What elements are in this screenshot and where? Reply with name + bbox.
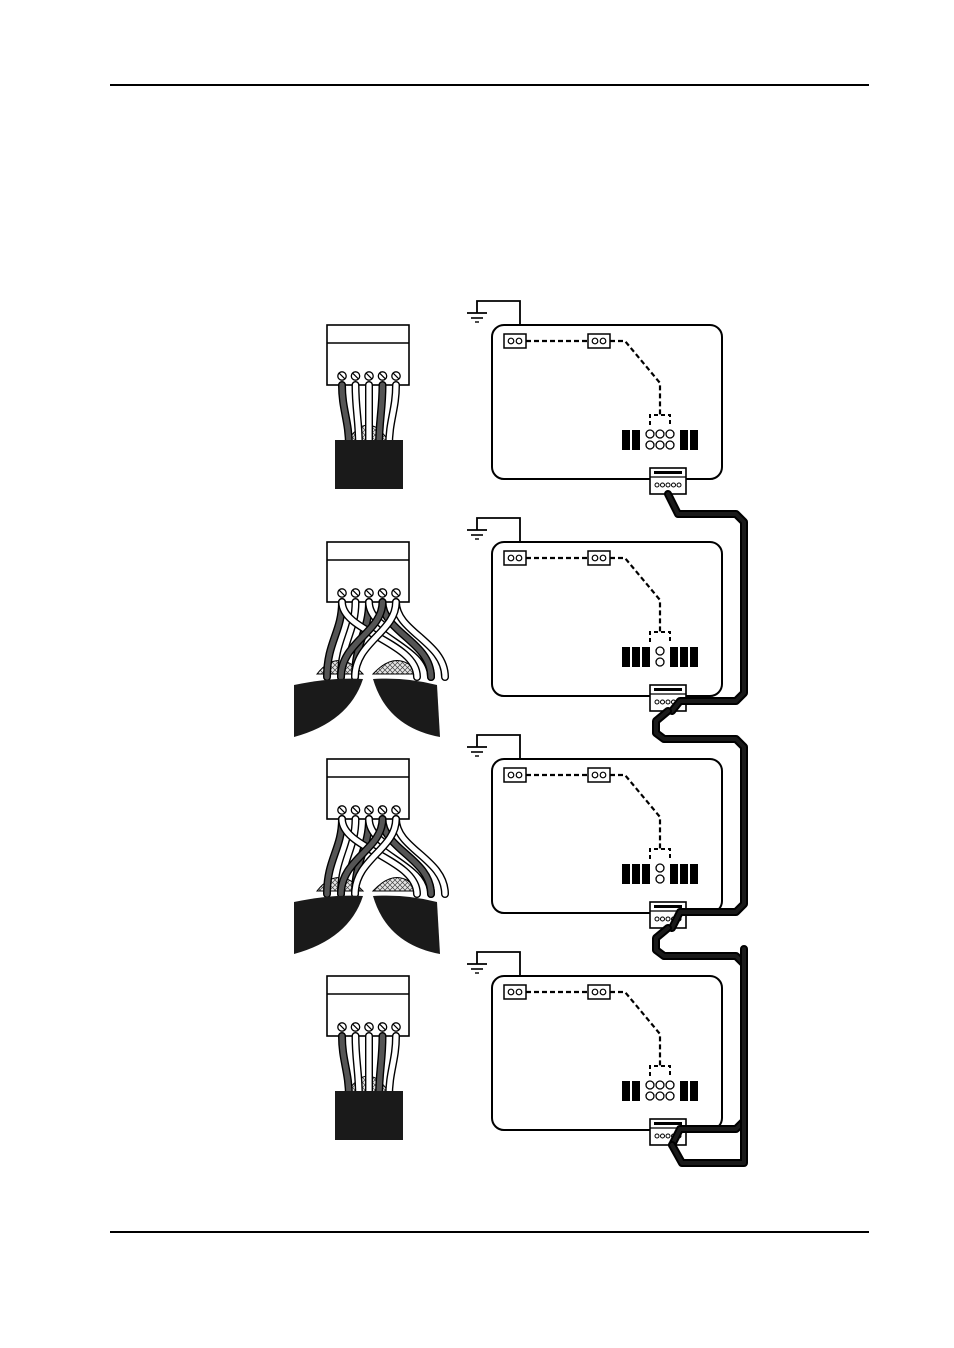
jumper-pin xyxy=(516,338,522,344)
bus-connector-label-strip xyxy=(654,471,682,474)
jumper-pin xyxy=(646,1081,654,1089)
jumper-pin xyxy=(646,1092,654,1100)
terminal-screw-icon xyxy=(655,483,659,487)
jumper-pin xyxy=(646,430,654,438)
jumper-pin xyxy=(656,875,664,883)
terminal-screw-icon xyxy=(661,917,665,921)
jumper-pin xyxy=(656,441,664,449)
dip-switch-icon xyxy=(670,864,678,884)
terminal-screw-icon xyxy=(672,483,676,487)
terminal-screw-icon xyxy=(655,700,659,704)
dip-switch-icon xyxy=(680,864,688,884)
jumper-pin xyxy=(656,864,664,872)
jumper-pin xyxy=(516,555,522,561)
cable-jacket xyxy=(335,440,403,489)
jumper-pin xyxy=(592,989,598,995)
dip-switch-icon xyxy=(680,1081,688,1101)
jumper-icon xyxy=(504,985,526,999)
terminal-screw-icon xyxy=(655,1134,659,1138)
terminal-screw-icon xyxy=(661,700,665,704)
dip-switch-icon xyxy=(680,647,688,667)
jumper-icon xyxy=(588,985,610,999)
jumper-pin xyxy=(600,338,606,344)
terminal-screw-icon xyxy=(661,1134,665,1138)
cable-jacket xyxy=(373,679,440,737)
dip-switch-icon xyxy=(670,647,678,667)
jumper-pin xyxy=(508,555,514,561)
jumper-pin xyxy=(646,441,654,449)
bus-connector-label-strip xyxy=(654,1122,682,1125)
jumper-pin xyxy=(508,338,514,344)
jumper-pin xyxy=(592,555,598,561)
dip-switch-icon xyxy=(622,1081,630,1101)
jumper-pin xyxy=(516,772,522,778)
bus-connector-label-strip xyxy=(654,905,682,908)
cable-jacket xyxy=(335,1091,403,1140)
dip-switch-icon xyxy=(632,864,640,884)
terminal-screw-icon xyxy=(666,700,670,704)
jumper-pin xyxy=(656,1081,664,1089)
terminal-screw-icon xyxy=(666,1134,670,1138)
jumper-pin xyxy=(508,989,514,995)
jumper-pin xyxy=(666,441,674,449)
dip-switch-icon xyxy=(690,1081,698,1101)
dip-switch-icon xyxy=(622,864,630,884)
terminal-screw-icon xyxy=(666,917,670,921)
jumper-pin xyxy=(592,772,598,778)
terminal-screw-icon xyxy=(661,483,665,487)
jumper-pin xyxy=(656,1092,664,1100)
dip-switch-icon xyxy=(690,647,698,667)
jumper-pin xyxy=(666,1081,674,1089)
terminal-screw-icon xyxy=(655,917,659,921)
jumper-icon xyxy=(504,551,526,565)
node-1 xyxy=(327,301,722,494)
cable-jacket xyxy=(373,896,440,954)
jumper-pin xyxy=(600,772,606,778)
node-2 xyxy=(294,518,722,737)
terminal-screw-icon xyxy=(666,483,670,487)
node-4 xyxy=(327,952,722,1145)
dip-switch-icon xyxy=(622,430,630,450)
dip-switch-icon xyxy=(642,647,650,667)
jumper-pin xyxy=(656,647,664,655)
bus-connector-label-strip xyxy=(654,688,682,691)
jumper-pin xyxy=(508,772,514,778)
jumper-icon xyxy=(504,768,526,782)
jumper-pin xyxy=(600,989,606,995)
jumper-pin xyxy=(666,430,674,438)
dip-switch-icon xyxy=(690,864,698,884)
dip-switch-icon xyxy=(632,1081,640,1101)
jumper-pin xyxy=(516,989,522,995)
jumper-icon xyxy=(588,551,610,565)
dip-switch-icon xyxy=(642,864,650,884)
terminal-screw-icon xyxy=(677,483,681,487)
jumper-pin xyxy=(600,555,606,561)
jumper-pin xyxy=(592,338,598,344)
jumper-icon xyxy=(588,334,610,348)
cable-jacket xyxy=(294,679,363,737)
dip-switch-icon xyxy=(690,430,698,450)
jumper-icon xyxy=(504,334,526,348)
dip-switch-icon xyxy=(632,430,640,450)
dip-switch-icon xyxy=(632,647,640,667)
jumper-pin xyxy=(656,658,664,666)
cable-jacket xyxy=(294,896,363,954)
jumper-icon xyxy=(588,768,610,782)
dip-switch-icon xyxy=(680,430,688,450)
node-3 xyxy=(294,735,722,954)
dip-switch-icon xyxy=(622,647,630,667)
jumper-pin xyxy=(666,1092,674,1100)
jumper-pin xyxy=(656,430,664,438)
